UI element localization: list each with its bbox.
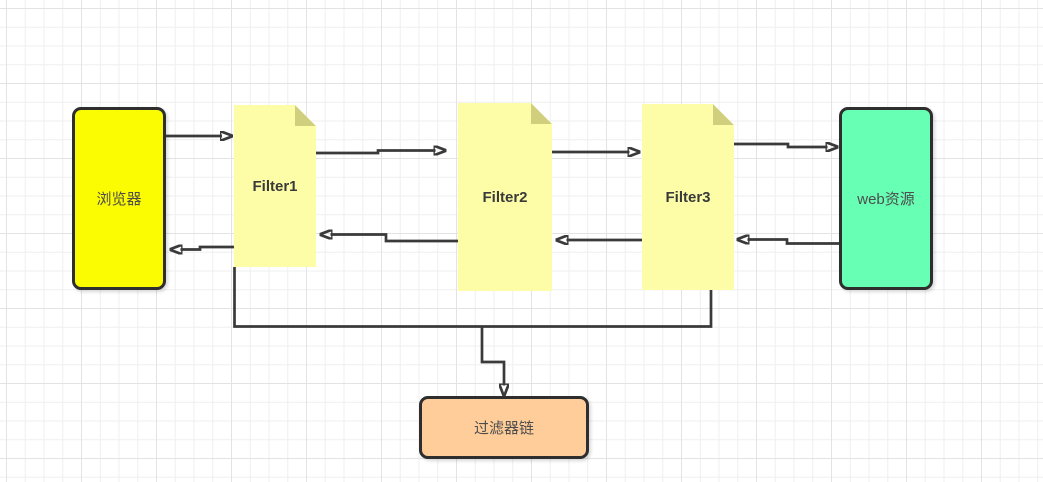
edge-bracket-to-filterchain[interactable] xyxy=(480,326,504,386)
node-filter3[interactable]: Filter3 xyxy=(642,104,734,290)
node-web-resource[interactable]: web资源 xyxy=(839,107,933,290)
edge-filter1-to-browser[interactable] xyxy=(181,247,235,250)
edge-filter2-to-filter1[interactable] xyxy=(331,235,459,243)
edge-filter3-to-webresource[interactable] xyxy=(734,144,828,147)
edge-webresource-to-filter3[interactable] xyxy=(748,240,840,245)
edge-filter1-to-filter2[interactable] xyxy=(316,151,436,154)
bracket-filters[interactable] xyxy=(233,267,713,328)
node-browser[interactable]: 浏览器 xyxy=(72,107,166,290)
